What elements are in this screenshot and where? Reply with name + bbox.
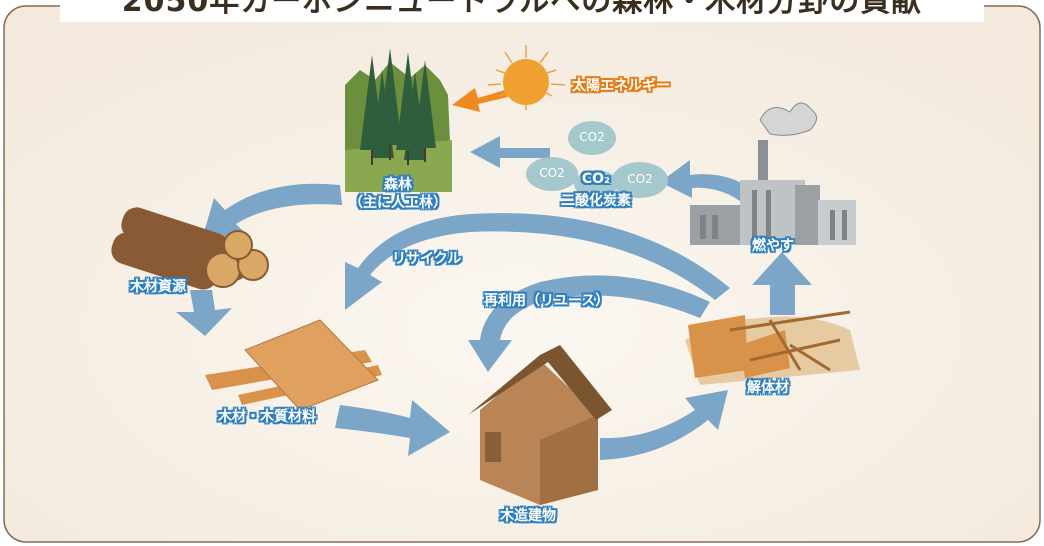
recycle-label: リサイクル bbox=[392, 251, 462, 267]
lumber-boards-illustration bbox=[205, 319, 382, 411]
wooden-building-label: 木造建物 bbox=[500, 508, 556, 524]
sun-energy-label: 太陽エネルギー bbox=[572, 78, 670, 94]
arrow-reuse bbox=[468, 275, 710, 372]
arrow-demolition-to-burn bbox=[752, 252, 812, 315]
arrow-materials-to-building bbox=[335, 400, 450, 456]
timber-resource-label: 木材資源 bbox=[130, 279, 186, 295]
debris-pile-illustration bbox=[685, 310, 860, 385]
co2-bubble-label-b: CO2 bbox=[539, 166, 565, 180]
arrow-timber-to-materials bbox=[176, 290, 232, 336]
sun-icon bbox=[487, 45, 566, 110]
forest-label: 森林 （主に人工林） bbox=[340, 176, 456, 212]
page-title: 2050年カーボンニュートラルへの森林・木材分野の貢献 bbox=[60, 0, 984, 22]
log-pile-illustration bbox=[111, 207, 269, 290]
reuse-label: 再利用（リユース） bbox=[484, 293, 610, 309]
materials-label: 木材・木質材料 bbox=[218, 409, 316, 425]
forest-label-line1: 森林 bbox=[384, 177, 412, 193]
arrow-sun-to-forest bbox=[452, 88, 508, 112]
co2-bubble-label-a: CO2 bbox=[579, 130, 605, 144]
co2-bubbles bbox=[526, 121, 668, 198]
arrow-building-to-demolition bbox=[600, 390, 728, 460]
demolition-label: 解体材 bbox=[747, 380, 789, 396]
co2-bubble-label-c: CO2 bbox=[627, 172, 653, 186]
arrow-recycle bbox=[345, 213, 730, 310]
arrow-co2-to-forest bbox=[470, 136, 550, 168]
co2-name-label: 二酸化炭素 bbox=[561, 193, 631, 209]
forest-illustration bbox=[345, 48, 452, 192]
co2-main-label: CO₂ bbox=[581, 171, 611, 187]
forest-label-line2: （主に人工林） bbox=[349, 195, 447, 211]
arrow-factory-to-co2 bbox=[660, 160, 760, 205]
factory-illustration bbox=[690, 102, 856, 245]
wooden-house-illustration bbox=[468, 345, 612, 505]
cycle-arrows bbox=[176, 136, 812, 460]
burn-label: 燃やす bbox=[752, 238, 794, 254]
